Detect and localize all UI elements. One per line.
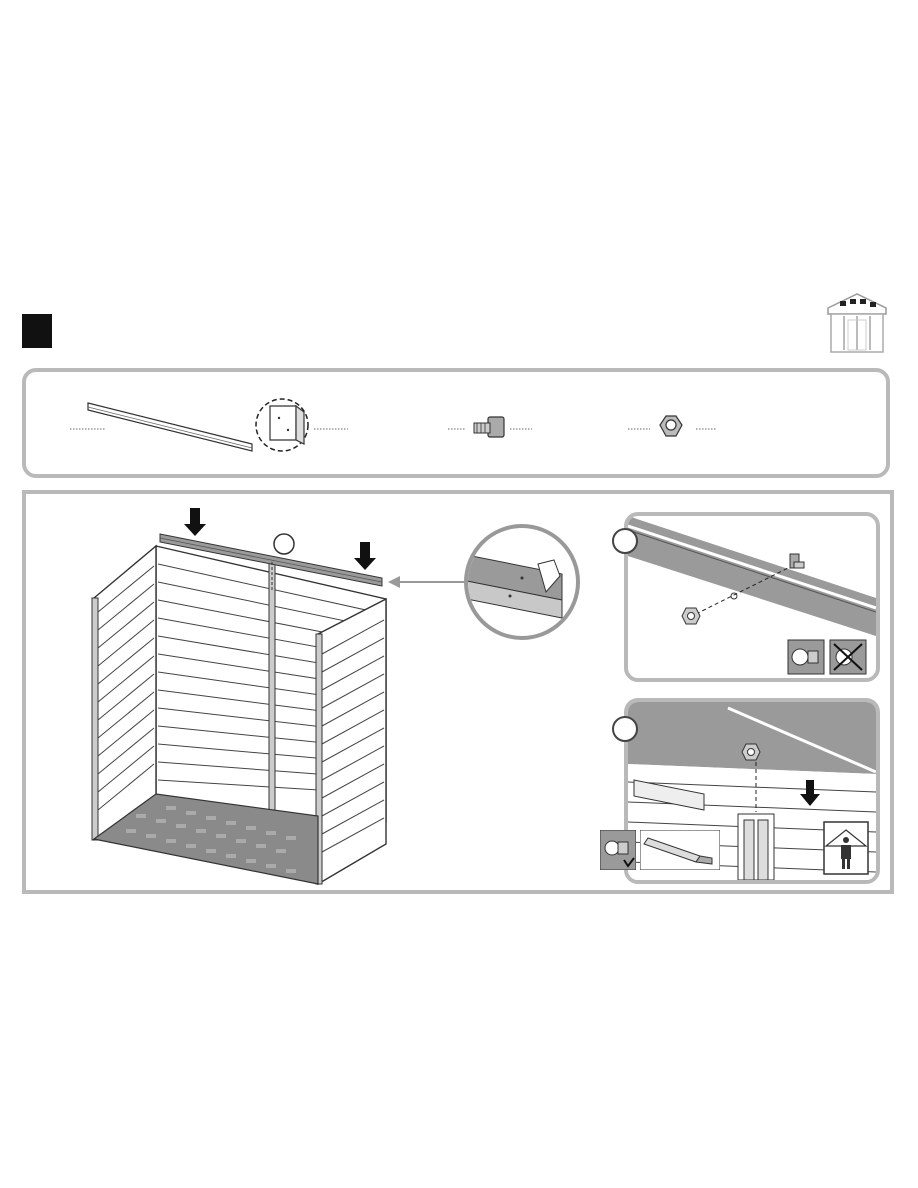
shed-icon: [824, 290, 890, 356]
magnifier-icon: [462, 526, 578, 638]
beam-icon: [70, 403, 252, 451]
shed-walls-illustration: [92, 546, 386, 884]
nut-icon: [742, 744, 760, 760]
nut-icon: [682, 608, 700, 624]
detail-a-marker: [612, 528, 638, 554]
down-arrow-icon: [184, 508, 206, 536]
zoom-marker: [274, 534, 294, 554]
nut-icon: [628, 416, 716, 436]
bracket-icon: [256, 399, 348, 451]
correct-nut-icon: [600, 830, 636, 870]
wrong-nut-icon: [830, 640, 866, 674]
detail-b-marker: [612, 716, 638, 742]
correct-nut-icon: [788, 640, 824, 674]
screwdriver-icon: [640, 830, 720, 870]
down-arrow-icon: [354, 542, 376, 570]
step-number-badge: [22, 314, 52, 348]
detail-callout-a: [624, 512, 880, 682]
pointer-arrow: [388, 576, 464, 588]
bolt-icon: [448, 417, 532, 437]
two-person-icon: [824, 822, 868, 874]
bolt-icon: [790, 554, 804, 568]
parts-panel: [22, 368, 890, 478]
